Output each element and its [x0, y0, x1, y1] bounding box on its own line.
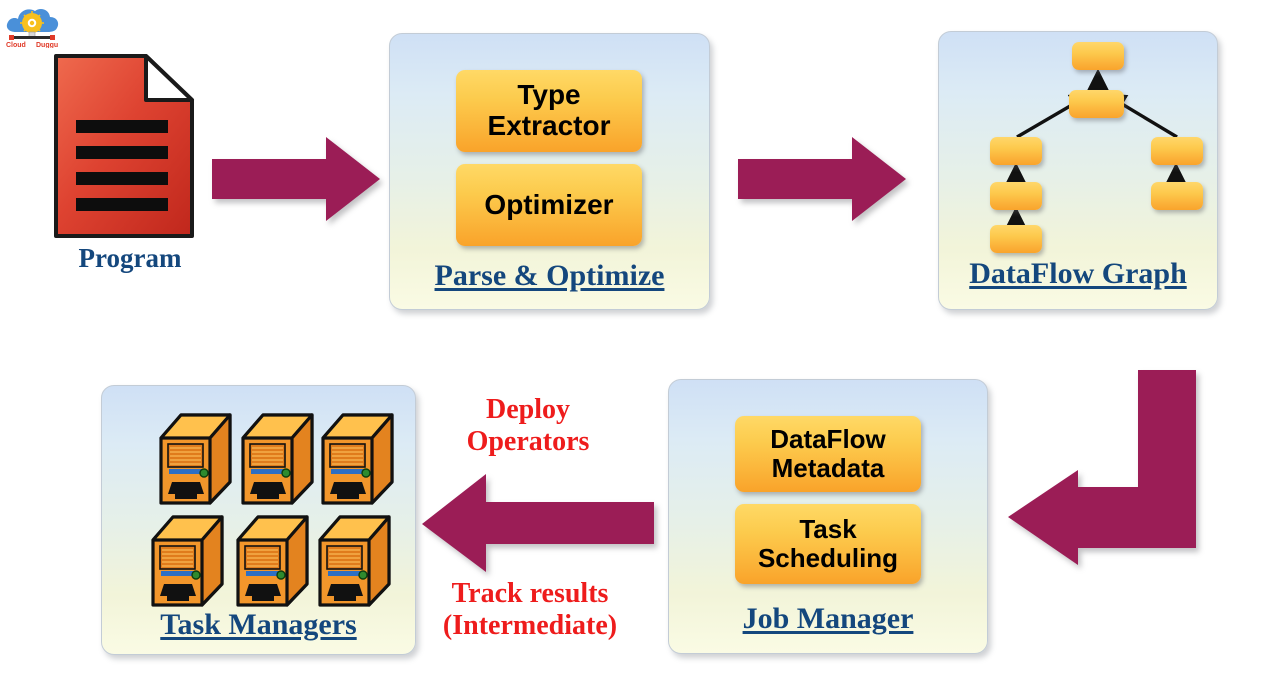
graph-node-left-2[interactable]	[990, 182, 1042, 210]
optimizer-box[interactable]: Optimizer	[456, 164, 642, 246]
logo-brand-primary: Cloud	[6, 42, 26, 48]
task-managers-panel: Task Managers	[101, 385, 416, 655]
graph-node-left-1[interactable]	[990, 137, 1042, 165]
graph-node-root[interactable]	[1072, 42, 1124, 70]
job-manager-label: Job Manager	[742, 602, 914, 635]
server-tower-icon[interactable]	[317, 514, 395, 608]
server-tower-icon[interactable]	[158, 412, 236, 506]
graph-node-join[interactable]	[1069, 90, 1124, 118]
track-results-label: Track results(Intermediate)	[442, 578, 618, 642]
server-tower-icon[interactable]	[320, 412, 398, 506]
graph-node-right-1[interactable]	[1151, 137, 1203, 165]
parse-optimize-label: Parse & Optimize	[434, 259, 665, 292]
server-tower-icon[interactable]	[240, 412, 318, 506]
arrow-jobmanager-to-taskmanagers	[418, 474, 658, 574]
arrow-graph-to-jobmanager	[1000, 370, 1210, 565]
clouduggu-logo: Cloud Duggu	[2, 2, 64, 48]
task-managers-label: Task Managers	[160, 608, 357, 641]
arrow-parse-to-graph	[738, 137, 910, 223]
arrow-program-to-parse	[212, 137, 384, 223]
logo-brand-secondary: Duggu	[36, 42, 58, 48]
document-icon	[52, 52, 204, 240]
dataflow-graph-panel: DataFlow Graph	[938, 31, 1218, 310]
graph-node-left-3[interactable]	[990, 225, 1042, 253]
server-tower-icon[interactable]	[150, 514, 228, 608]
graph-node-right-2[interactable]	[1151, 182, 1203, 210]
server-tower-icon[interactable]	[235, 514, 313, 608]
program-label: Program	[78, 243, 182, 273]
dataflow-graph-label: DataFlow Graph	[969, 257, 1187, 290]
